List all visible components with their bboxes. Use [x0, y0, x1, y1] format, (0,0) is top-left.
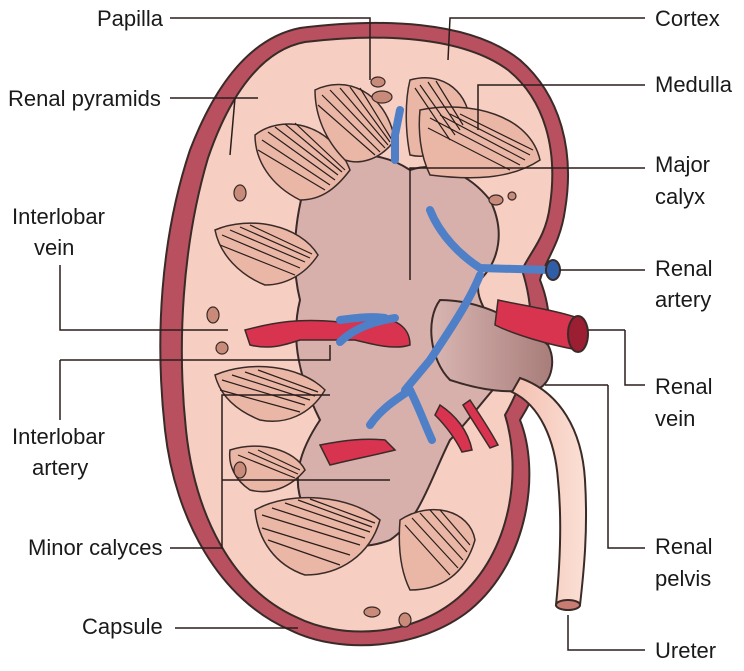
cortical-islands: [206, 76, 517, 628]
label-medulla: Medulla: [655, 72, 733, 97]
label-ureter: Ureter: [655, 638, 717, 663]
label-papilla: Papilla: [97, 6, 164, 31]
label-major-calyx-line1: Major: [655, 152, 711, 177]
label-renal-vein-line2: vein: [655, 406, 696, 431]
label-interlobar-artery-line1: Interlobar: [12, 424, 105, 449]
veins: [336, 106, 554, 444]
label-renal-artery-line1: Renal: [655, 256, 713, 281]
label-cortex: Cortex: [655, 6, 720, 31]
renal-pyramids: [214, 77, 541, 591]
label-interlobar-vein-line1: Interlobar: [12, 204, 105, 229]
arteries: [244, 299, 579, 466]
ureter-opening: [555, 599, 581, 611]
label-renal-pelvis-line1: Renal: [655, 534, 713, 559]
label-interlobar-artery-line2: artery: [32, 455, 89, 480]
label-renal-pyramids: Renal pyramids: [8, 86, 161, 111]
label-interlobar-vein-line2: vein: [34, 235, 75, 260]
label-renal-vein-line1: Renal: [655, 374, 713, 399]
leader-lines: [59, 17, 645, 651]
label-capsule: Capsule: [82, 614, 163, 639]
renal-vein-opening: [545, 259, 561, 281]
label-minor-calyces: Minor calyces: [28, 535, 163, 560]
pyramid-striations: [219, 80, 534, 576]
label-renal-artery-line2: artery: [655, 287, 712, 312]
label-major-calyx-line2: calyx: [655, 184, 706, 209]
label-renal-pelvis-line2: pelvis: [655, 566, 712, 591]
renal-artery-opening: [567, 315, 589, 353]
